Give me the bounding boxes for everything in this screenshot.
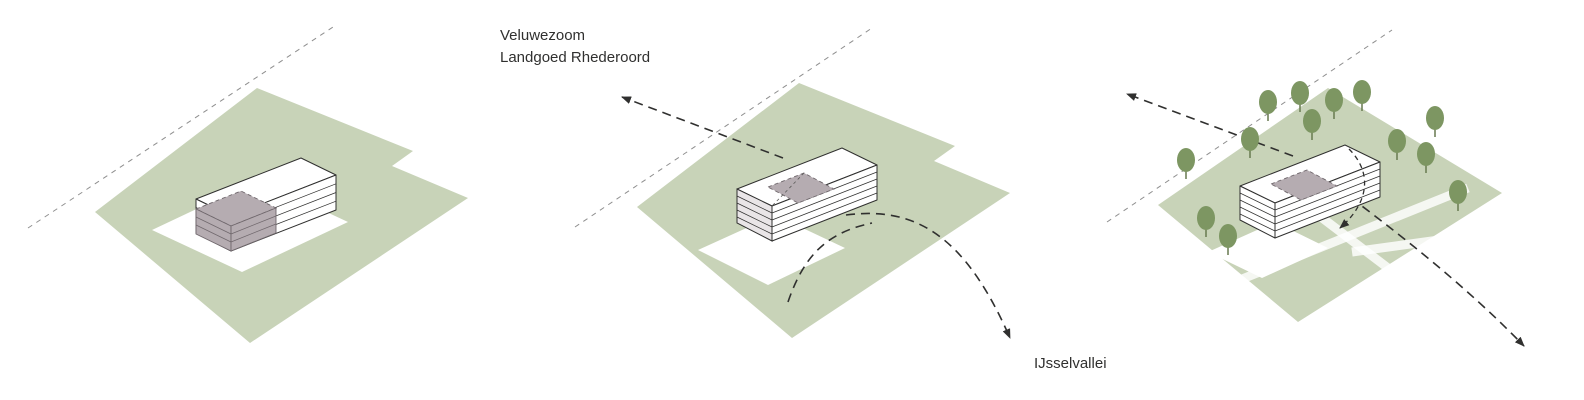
label-landgoed-rhederoord: Landgoed Rhederoord xyxy=(500,49,650,66)
tree-icon xyxy=(1353,80,1371,111)
tree-icon xyxy=(1259,90,1277,121)
building-route-arrow xyxy=(1339,148,1366,229)
path-strip xyxy=(1198,183,1470,301)
tree-icon xyxy=(1241,127,1259,158)
tree-icon xyxy=(1177,148,1195,179)
veluwezoom-arrow xyxy=(621,96,784,159)
south-face xyxy=(771,164,878,242)
label-veluwezoom: Veluwezoom xyxy=(500,27,585,44)
trees xyxy=(1177,80,1467,255)
tree-icon xyxy=(1449,180,1467,211)
tree-icon xyxy=(1303,109,1321,140)
label-ijsselvallei: IJsselvallei xyxy=(1034,355,1107,372)
ijsselvallei-arrow xyxy=(845,212,1011,339)
building-massing xyxy=(736,147,878,242)
grey-ramp xyxy=(766,172,836,204)
grey-ramp xyxy=(1269,169,1339,201)
tree-icon xyxy=(1417,142,1435,173)
tree-icon xyxy=(1426,106,1444,137)
tree-icon xyxy=(1291,81,1309,112)
site-clearing xyxy=(698,215,845,285)
boundary-dashed-line xyxy=(1106,29,1393,223)
tree-icon xyxy=(1197,206,1215,237)
grey-floor-lines xyxy=(195,215,277,243)
site-clearing xyxy=(1208,222,1328,278)
route-curve xyxy=(787,222,873,303)
panel-massing-2: Veluwezoom Landgoed Rhederoord IJsselval… xyxy=(500,27,1107,372)
south-face xyxy=(1274,161,1381,239)
boundary-dashed-line xyxy=(27,26,334,229)
tree-icon xyxy=(1325,88,1343,119)
grey-volume xyxy=(194,190,278,252)
tree-icon xyxy=(1219,224,1237,255)
tree-icon xyxy=(1388,129,1406,160)
panel-massing-1 xyxy=(27,26,468,343)
ijsselvallei-arrow xyxy=(1301,161,1525,347)
building-massing xyxy=(1239,144,1381,239)
grey-south-face xyxy=(230,207,277,252)
panel-massing-3 xyxy=(1106,29,1525,347)
roof-fold-line xyxy=(771,172,805,207)
building-massing xyxy=(194,157,337,252)
floor-lines xyxy=(736,171,878,235)
